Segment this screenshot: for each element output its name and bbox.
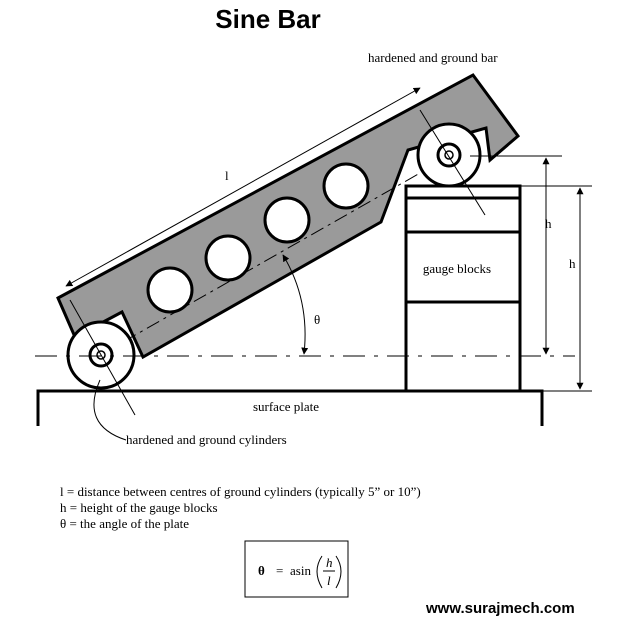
- gauge-blocks: [404, 184, 522, 393]
- formula-box: θ = asin h l: [244, 540, 349, 598]
- formula-denominator: l: [327, 573, 331, 588]
- formula-equals: =: [276, 563, 283, 578]
- legend-line-height: h = height of the gauge blocks: [60, 500, 218, 515]
- length-dimension-arrow: [65, 87, 421, 287]
- legend-line-angle: θ = the angle of the plate: [60, 516, 189, 531]
- formula-theta: θ: [258, 563, 265, 578]
- formula-asin: asin: [290, 563, 311, 578]
- formula-numerator: h: [326, 555, 333, 570]
- cylinders-label: hardened and ground cylinders: [126, 432, 287, 447]
- bar-label: hardened and ground bar: [368, 50, 498, 65]
- bar-hole-3: [263, 196, 311, 244]
- bar-hole-4: [322, 162, 370, 210]
- angle-arc: [282, 254, 309, 355]
- legend-line-length: l = distance between centres of ground c…: [60, 484, 421, 499]
- formula-right-paren: [335, 555, 342, 589]
- right-cylinder: [416, 122, 482, 188]
- right-cylinder-radial: [419, 109, 486, 216]
- surface-plate: [36, 389, 544, 426]
- bar-hole-1: [146, 266, 194, 314]
- theta-label: θ: [314, 312, 320, 327]
- height-label-outer: h: [569, 256, 576, 271]
- surface-plate-label: surface plate: [253, 399, 319, 414]
- gauge-blocks-label: gauge blocks: [423, 261, 491, 276]
- left-cylinder-radial: [69, 299, 136, 416]
- website-url: www.surajmech.com: [425, 600, 575, 617]
- length-label: l: [225, 168, 229, 183]
- diagram-title: Sine Bar: [215, 4, 321, 34]
- height-label-inner: h: [545, 216, 552, 231]
- formula-left-paren: [316, 555, 323, 589]
- cylinders-leader: [93, 379, 127, 441]
